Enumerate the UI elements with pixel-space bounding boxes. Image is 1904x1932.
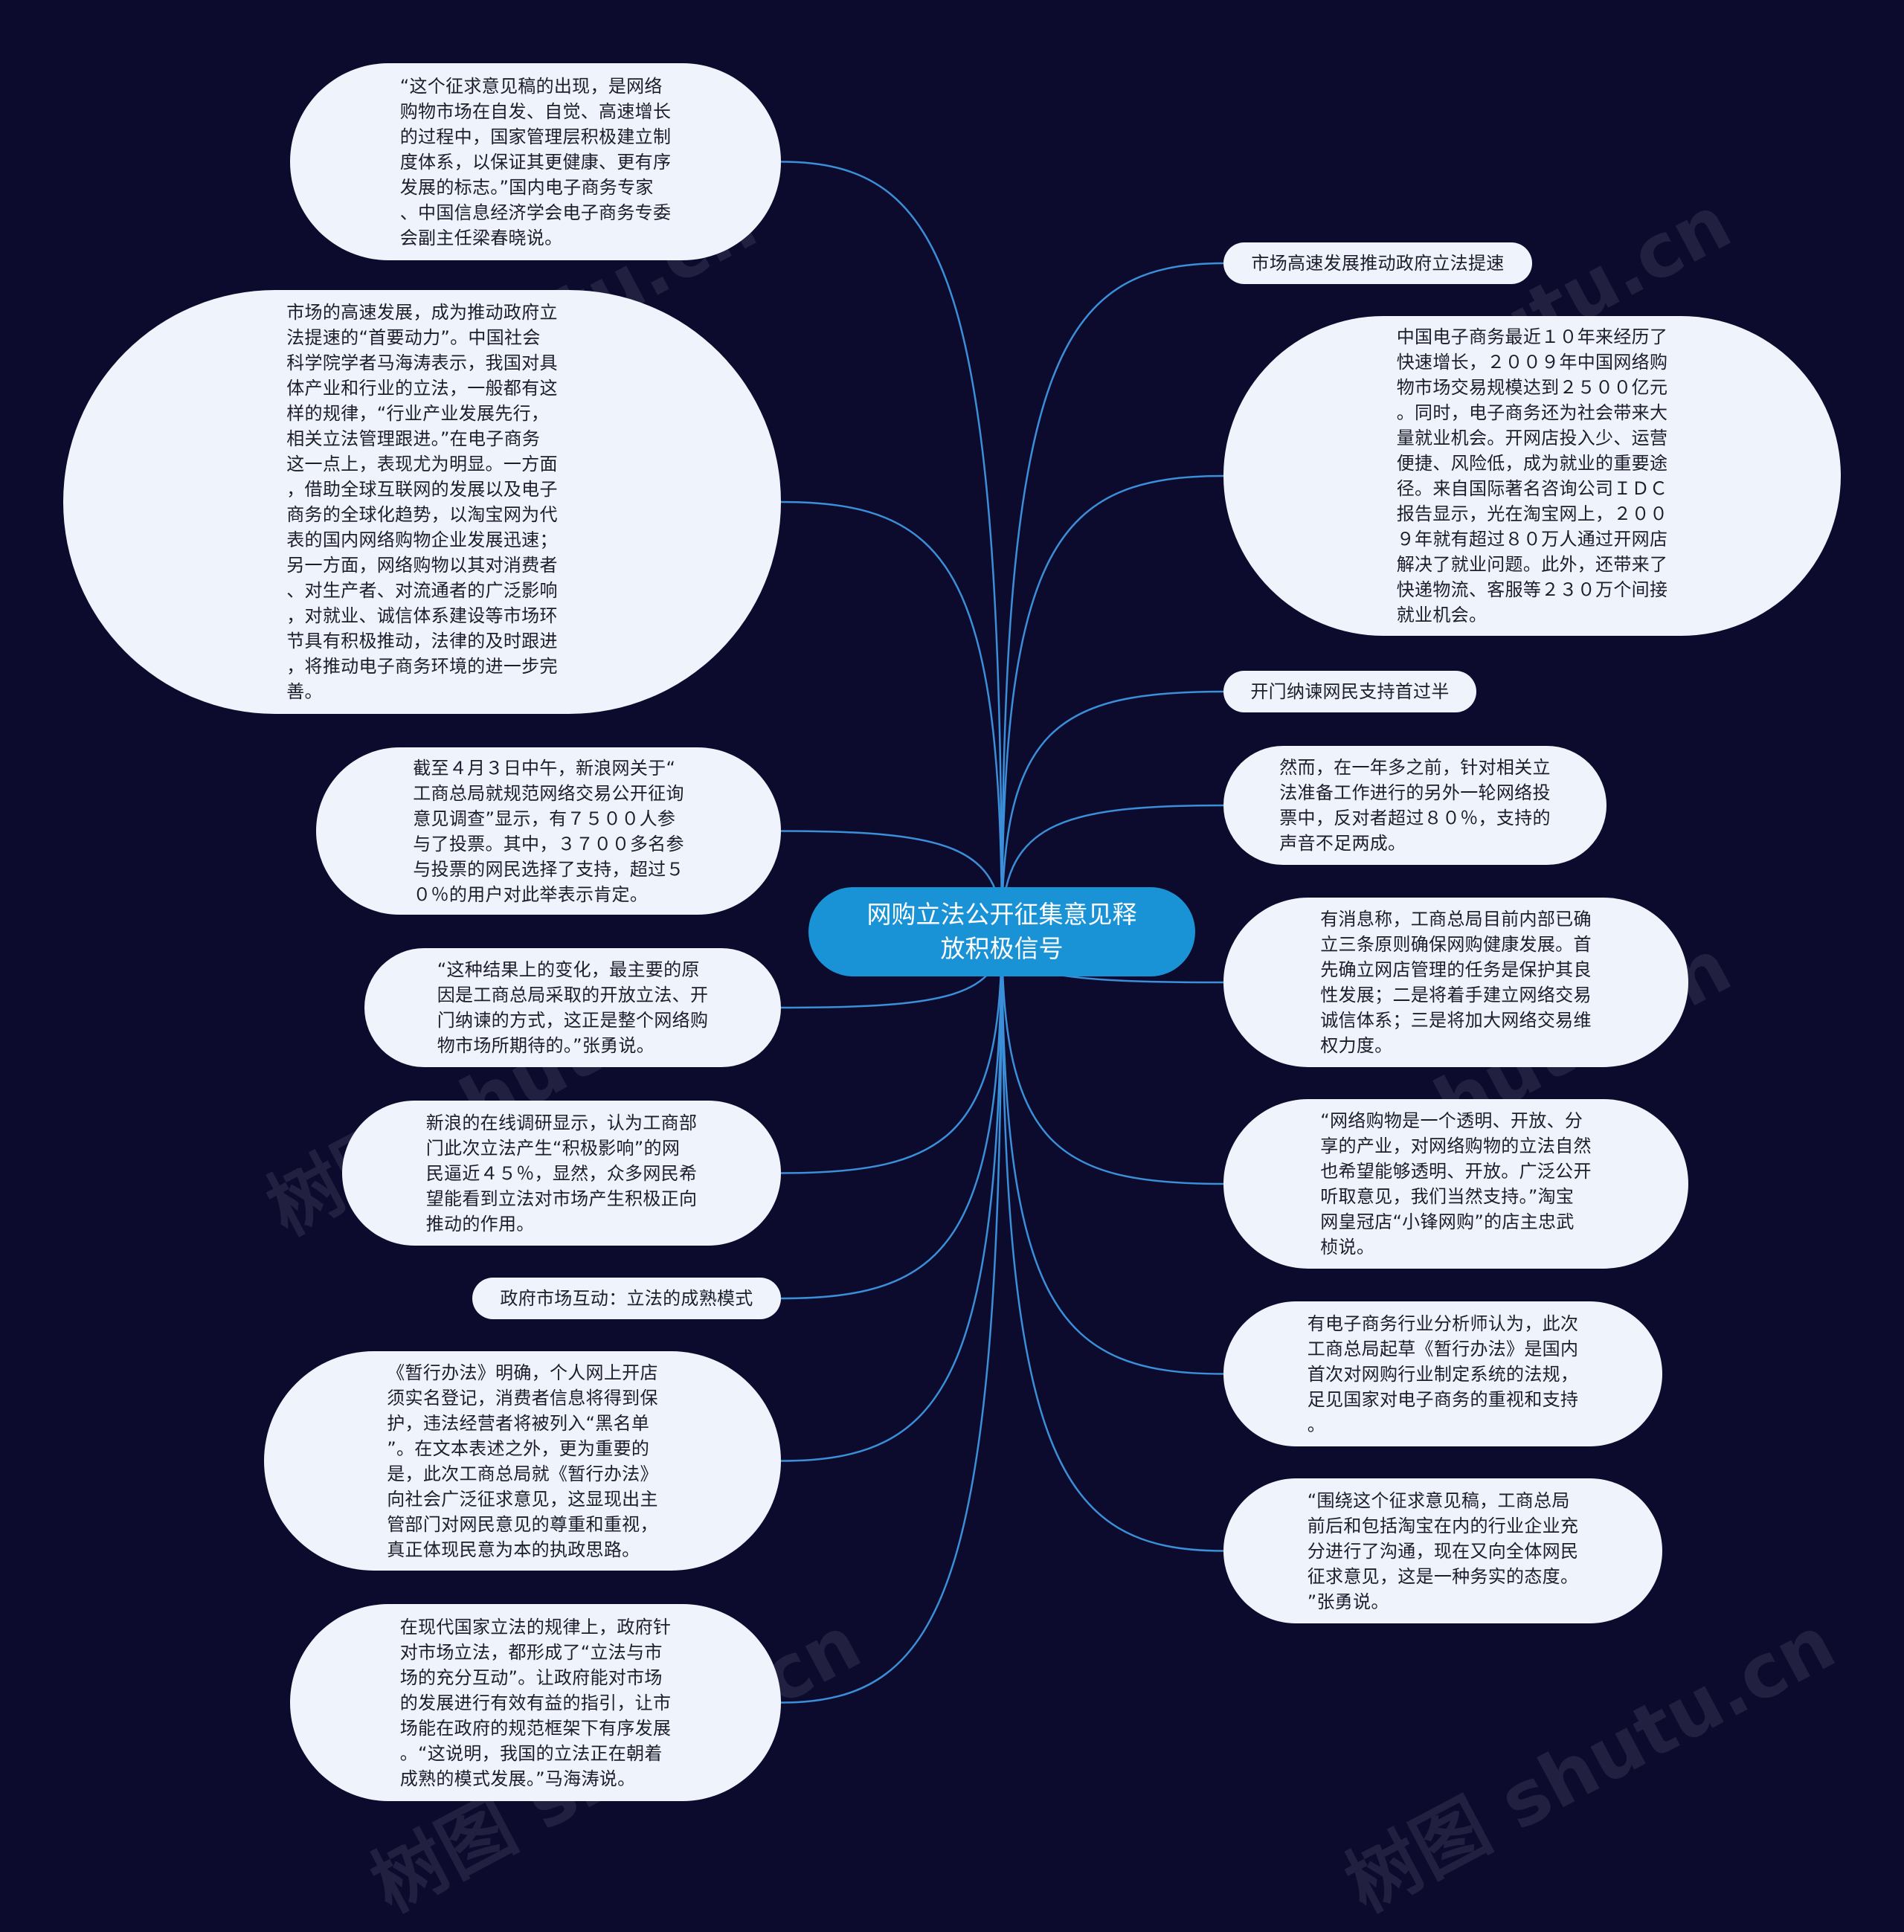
- topic-node-left-8[interactable]: 在现代国家立法的规律上，政府针 对市场立法，都形成了“立法与市 场的充分互动”。…: [290, 1604, 781, 1801]
- topic-node-right-6[interactable]: “网络购物是一个透明、开放、分 享的产业，对网络购物的立法自然 也希望能够透明、…: [1223, 1099, 1688, 1269]
- topic-text: 截至４月３日中午，新浪网关于“ 工商总局就规范网络交易公开征询 意见调查”显示，…: [413, 757, 684, 905]
- topic-node-right-5[interactable]: 有消息称，工商总局目前内部已确 立三条原则确保网购健康发展。首 先确立网店管理的…: [1223, 898, 1688, 1067]
- topic-node-right-3[interactable]: 开门纳谏网民支持首过半: [1223, 671, 1476, 712]
- connector-line: [1000, 474, 1224, 933]
- connector-line: [780, 931, 1003, 1462]
- topic-text: 市场高速发展推动政府立法提速: [1251, 253, 1505, 274]
- connector-line: [1000, 931, 1224, 1185]
- topic-text: 有电子商务行业分析师认为，此次 工商总局起草《暂行办法》是国内 首次对网购行业制…: [1307, 1313, 1579, 1435]
- topic-text: 在现代国家立法的规律上，政府针 对市场立法，都形成了“立法与市 场的充分互动”。…: [399, 1616, 672, 1789]
- connector-line: [780, 161, 1003, 933]
- topic-text: “围绕这个征求意见稿，工商总局 前后和包括淘宝在内的行业企业充 分进行了沟通，现…: [1307, 1490, 1579, 1612]
- connector-line: [1000, 931, 1224, 1375]
- central-topic-node[interactable]: 网购立法公开征集意见释 放积极信号: [808, 887, 1195, 976]
- topic-node-right-2[interactable]: 中国电子商务最近１０年来经历了 快速增长，２００９年中国网络购 物市场交易规模达…: [1223, 316, 1841, 636]
- topic-node-right-7[interactable]: 有电子商务行业分析师认为，此次 工商总局起草《暂行办法》是国内 首次对网购行业制…: [1223, 1301, 1662, 1446]
- topic-node-left-7[interactable]: 《暂行办法》明确，个人网上开店 须实名登记，消费者信息将得到保 护，违法经营者将…: [264, 1351, 781, 1571]
- topic-text: “网络购物是一个透明、开放、分 享的产业，对网络购物的立法自然 也希望能够透明、…: [1320, 1110, 1592, 1258]
- connector-line: [1000, 931, 1224, 1552]
- connector-line: [780, 931, 1003, 1300]
- topic-node-right-4[interactable]: 然而，在一年多之前，针对相关立 法准备工作进行的另外一轮网络投 票中，反对者超过…: [1223, 746, 1606, 865]
- topic-text: “这种结果上的变化，最主要的原 因是工商总局采取的开放立法、开 门纳谏的方式，这…: [437, 959, 709, 1056]
- connector-line: [1000, 262, 1224, 933]
- connector-line: [780, 931, 1003, 1704]
- topic-node-right-1[interactable]: 市场高速发展推动政府立法提速: [1223, 242, 1532, 284]
- connector-line: [780, 500, 1003, 933]
- topic-node-left-2[interactable]: 市场的高速发展，成为推动政府立 法提速的“首要动力”。中国社会 科学院学者马海涛…: [63, 290, 781, 714]
- topic-text: 新浪的在线调研显示，认为工商部 门此次立法产生“积极影响”的网 民逼近４５％，显…: [425, 1112, 698, 1234]
- topic-text: “这个征求意见稿的出现，是网络 购物市场在自发、自觉、高速增长 的过程中，国家管…: [399, 75, 672, 248]
- topic-text: 市场的高速发展，成为推动政府立 法提速的“首要动力”。中国社会 科学院学者马海涛…: [286, 302, 558, 702]
- topic-node-left-5[interactable]: 新浪的在线调研显示，认为工商部 门此次立法产生“积极影响”的网 民逼近４５％，显…: [342, 1101, 781, 1246]
- topic-text: 开门纳谏网民支持首过半: [1250, 681, 1450, 702]
- topic-node-right-8[interactable]: “围绕这个征求意见稿，工商总局 前后和包括淘宝在内的行业企业充 分进行了沟通，现…: [1223, 1478, 1662, 1623]
- topic-node-left-4[interactable]: “这种结果上的变化，最主要的原 因是工商总局采取的开放立法、开 门纳谏的方式，这…: [364, 948, 781, 1067]
- topic-node-left-1[interactable]: “这个征求意见稿的出现，是网络 购物市场在自发、自觉、高速增长 的过程中，国家管…: [290, 63, 781, 260]
- connector-line: [1000, 690, 1224, 933]
- central-topic-text: 网购立法公开征集意见释 放积极信号: [866, 900, 1137, 963]
- topic-text: 《暂行办法》明确，个人网上开店 须实名登记，消费者信息将得到保 护，违法经营者将…: [387, 1362, 658, 1560]
- topic-text: 然而，在一年多之前，针对相关立 法准备工作进行的另外一轮网络投 票中，反对者超过…: [1279, 757, 1551, 854]
- topic-node-left-3[interactable]: 截至４月３日中午，新浪网关于“ 工商总局就规范网络交易公开征询 意见调查”显示，…: [316, 747, 781, 915]
- connector-line: [780, 931, 1003, 1174]
- topic-text: 中国电子商务最近１０年来经历了 快速增长，２００９年中国网络购 物市场交易规模达…: [1396, 326, 1668, 625]
- topic-node-left-6[interactable]: 政府市场互动：立法的成熟模式: [472, 1278, 781, 1319]
- topic-text: 政府市场互动：立法的成熟模式: [500, 1288, 753, 1309]
- topic-text: 有消息称，工商总局目前内部已确 立三条原则确保网购健康发展。首 先确立网店管理的…: [1320, 909, 1592, 1056]
